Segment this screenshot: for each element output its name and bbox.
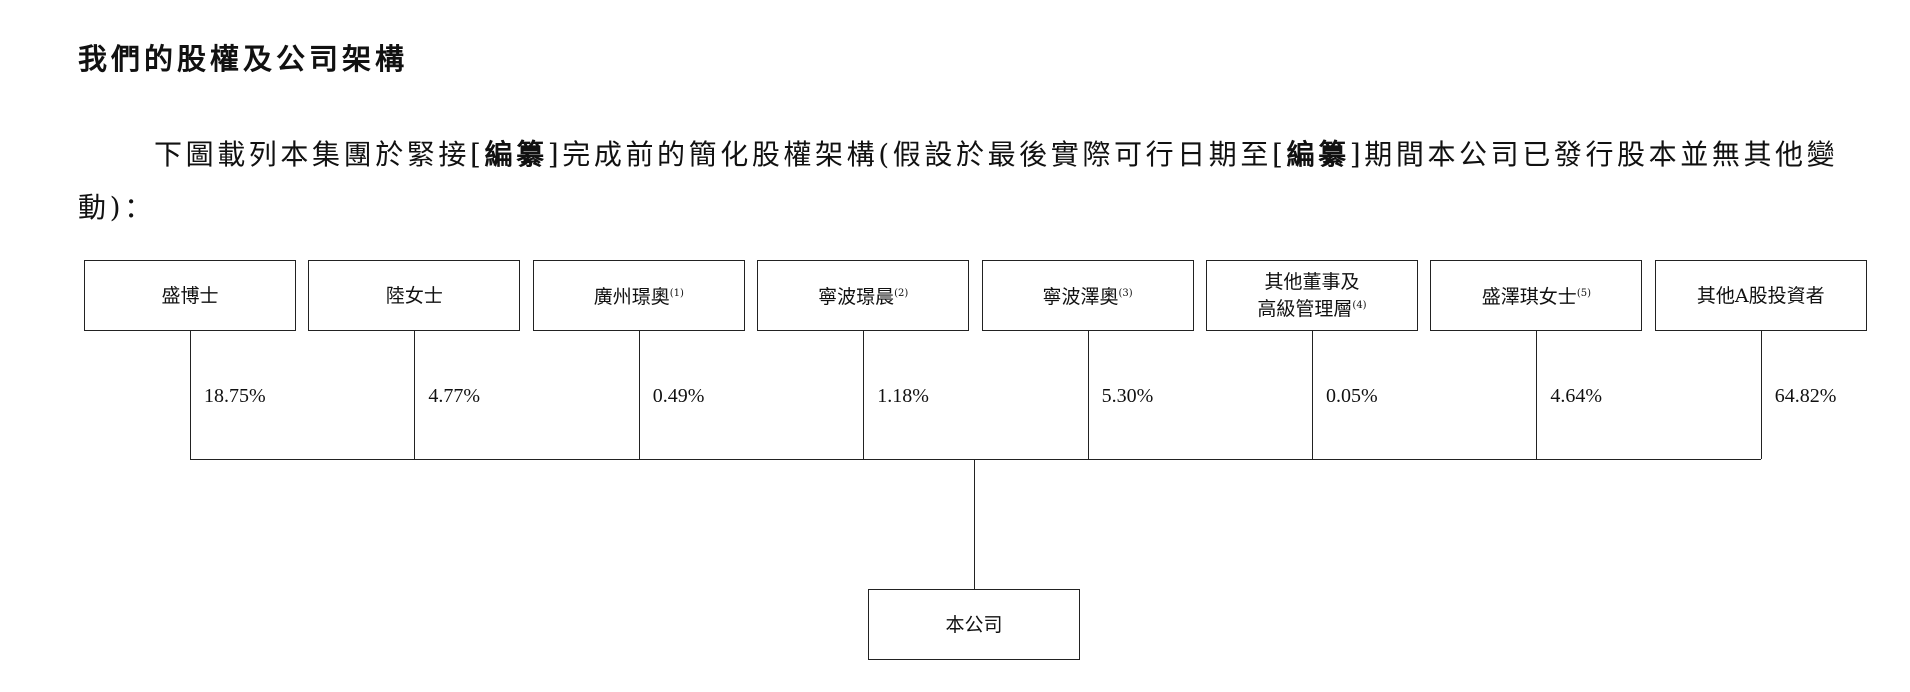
shareholder-name: 寧波璟晨(2) xyxy=(818,282,908,309)
shareholder-box: 其他董事及高級管理層(4) xyxy=(1206,260,1418,331)
shareholder-name-line: 陸女士 xyxy=(385,284,443,307)
shareholder-name-line: 其他A股投資者 xyxy=(1696,284,1825,307)
shareholding-percentage: 1.18% xyxy=(877,385,929,407)
shareholder-name-line: 其他董事及 xyxy=(1264,271,1360,293)
shareholding-percentage: 5.30% xyxy=(1101,385,1154,407)
shareholder-name: 盛澤琪女士(5) xyxy=(1482,282,1591,309)
shareholder-name-line: 盛博士 xyxy=(161,284,219,307)
shareholder-name: 其他董事及高級管理層(4) xyxy=(1257,270,1366,321)
connector-line xyxy=(863,331,865,459)
horizontal-connector xyxy=(190,459,1761,460)
shareholder-name: 陸女士 xyxy=(386,284,443,308)
shareholder-name-line: 寧波澤奧 xyxy=(1042,286,1119,308)
footnote-marker: (4) xyxy=(1352,300,1367,311)
intro-paragraph: 下圖載列本集團於緊接[編纂]完成前的簡化股權架構(假設於最後實際可行日期至[編纂… xyxy=(78,128,1878,234)
connector-line xyxy=(638,331,640,459)
shareholder-box: 其他A股投資者 xyxy=(1654,260,1867,331)
intro-part-2: ]完成前的簡化股權架構(假設於最後實際可行日期至[ xyxy=(547,138,1287,171)
shareholding-percentage: 4.64% xyxy=(1550,385,1603,407)
shareholder-box: 寧波璟晨(2) xyxy=(757,260,970,331)
redacted-label-2: 編纂 xyxy=(1286,138,1350,171)
connector-line xyxy=(1087,331,1089,459)
shareholding-percentage: 4.77% xyxy=(428,385,481,407)
footnote-marker: (2) xyxy=(894,288,909,299)
footnote-marker: (3) xyxy=(1118,288,1133,299)
connector-line xyxy=(1312,331,1313,459)
company-box: 本公司 xyxy=(868,589,1080,660)
connector-line xyxy=(1536,331,1538,459)
footnote-marker: (1) xyxy=(669,288,684,299)
company-connector-line xyxy=(974,459,975,589)
intro-part-1: 下圖載列本集團於緊接[ xyxy=(154,138,485,171)
shareholder-name-line: 盛澤琪女士 xyxy=(1481,286,1577,308)
company-name: 本公司 xyxy=(945,613,1003,636)
shareholder-name-line: 廣州璟奧 xyxy=(593,286,670,308)
shareholder-name-line: 寧波璟晨 xyxy=(818,286,895,308)
connector-line xyxy=(190,331,191,459)
shareholding-percentage: 0.49% xyxy=(652,385,705,407)
shareholder-name: 寧波澤奧(3) xyxy=(1043,282,1133,309)
shareholder-box: 廣州璟奧(1) xyxy=(532,260,745,331)
shareholder-box: 盛博士 xyxy=(84,260,296,331)
shareholding-percentage: 0.05% xyxy=(1326,385,1378,407)
shareholding-percentage: 18.75% xyxy=(204,385,266,407)
section-heading: 我們的股權及公司架構 xyxy=(78,42,409,76)
shareholding-percentage: 64.82% xyxy=(1774,385,1837,407)
shareholder-name: 盛博士 xyxy=(161,284,218,308)
shareholder-box: 陸女士 xyxy=(308,260,521,331)
shareholder-name: 其他A股投資者 xyxy=(1697,284,1825,308)
connector-line xyxy=(414,331,416,459)
shareholder-box: 盛澤琪女士(5) xyxy=(1430,260,1643,331)
footnote-marker: (5) xyxy=(1576,288,1591,299)
redacted-label-1: 編纂 xyxy=(484,138,548,171)
shareholder-box: 寧波澤奧(3) xyxy=(981,260,1194,331)
shareholder-name-line: 高級管理層 xyxy=(1257,298,1353,320)
shareholder-name: 廣州璟奧(1) xyxy=(594,282,684,309)
connector-line xyxy=(1760,331,1762,459)
intro-part-3: ]期間本公司已發行股本並無其他變動)： xyxy=(78,138,1839,224)
